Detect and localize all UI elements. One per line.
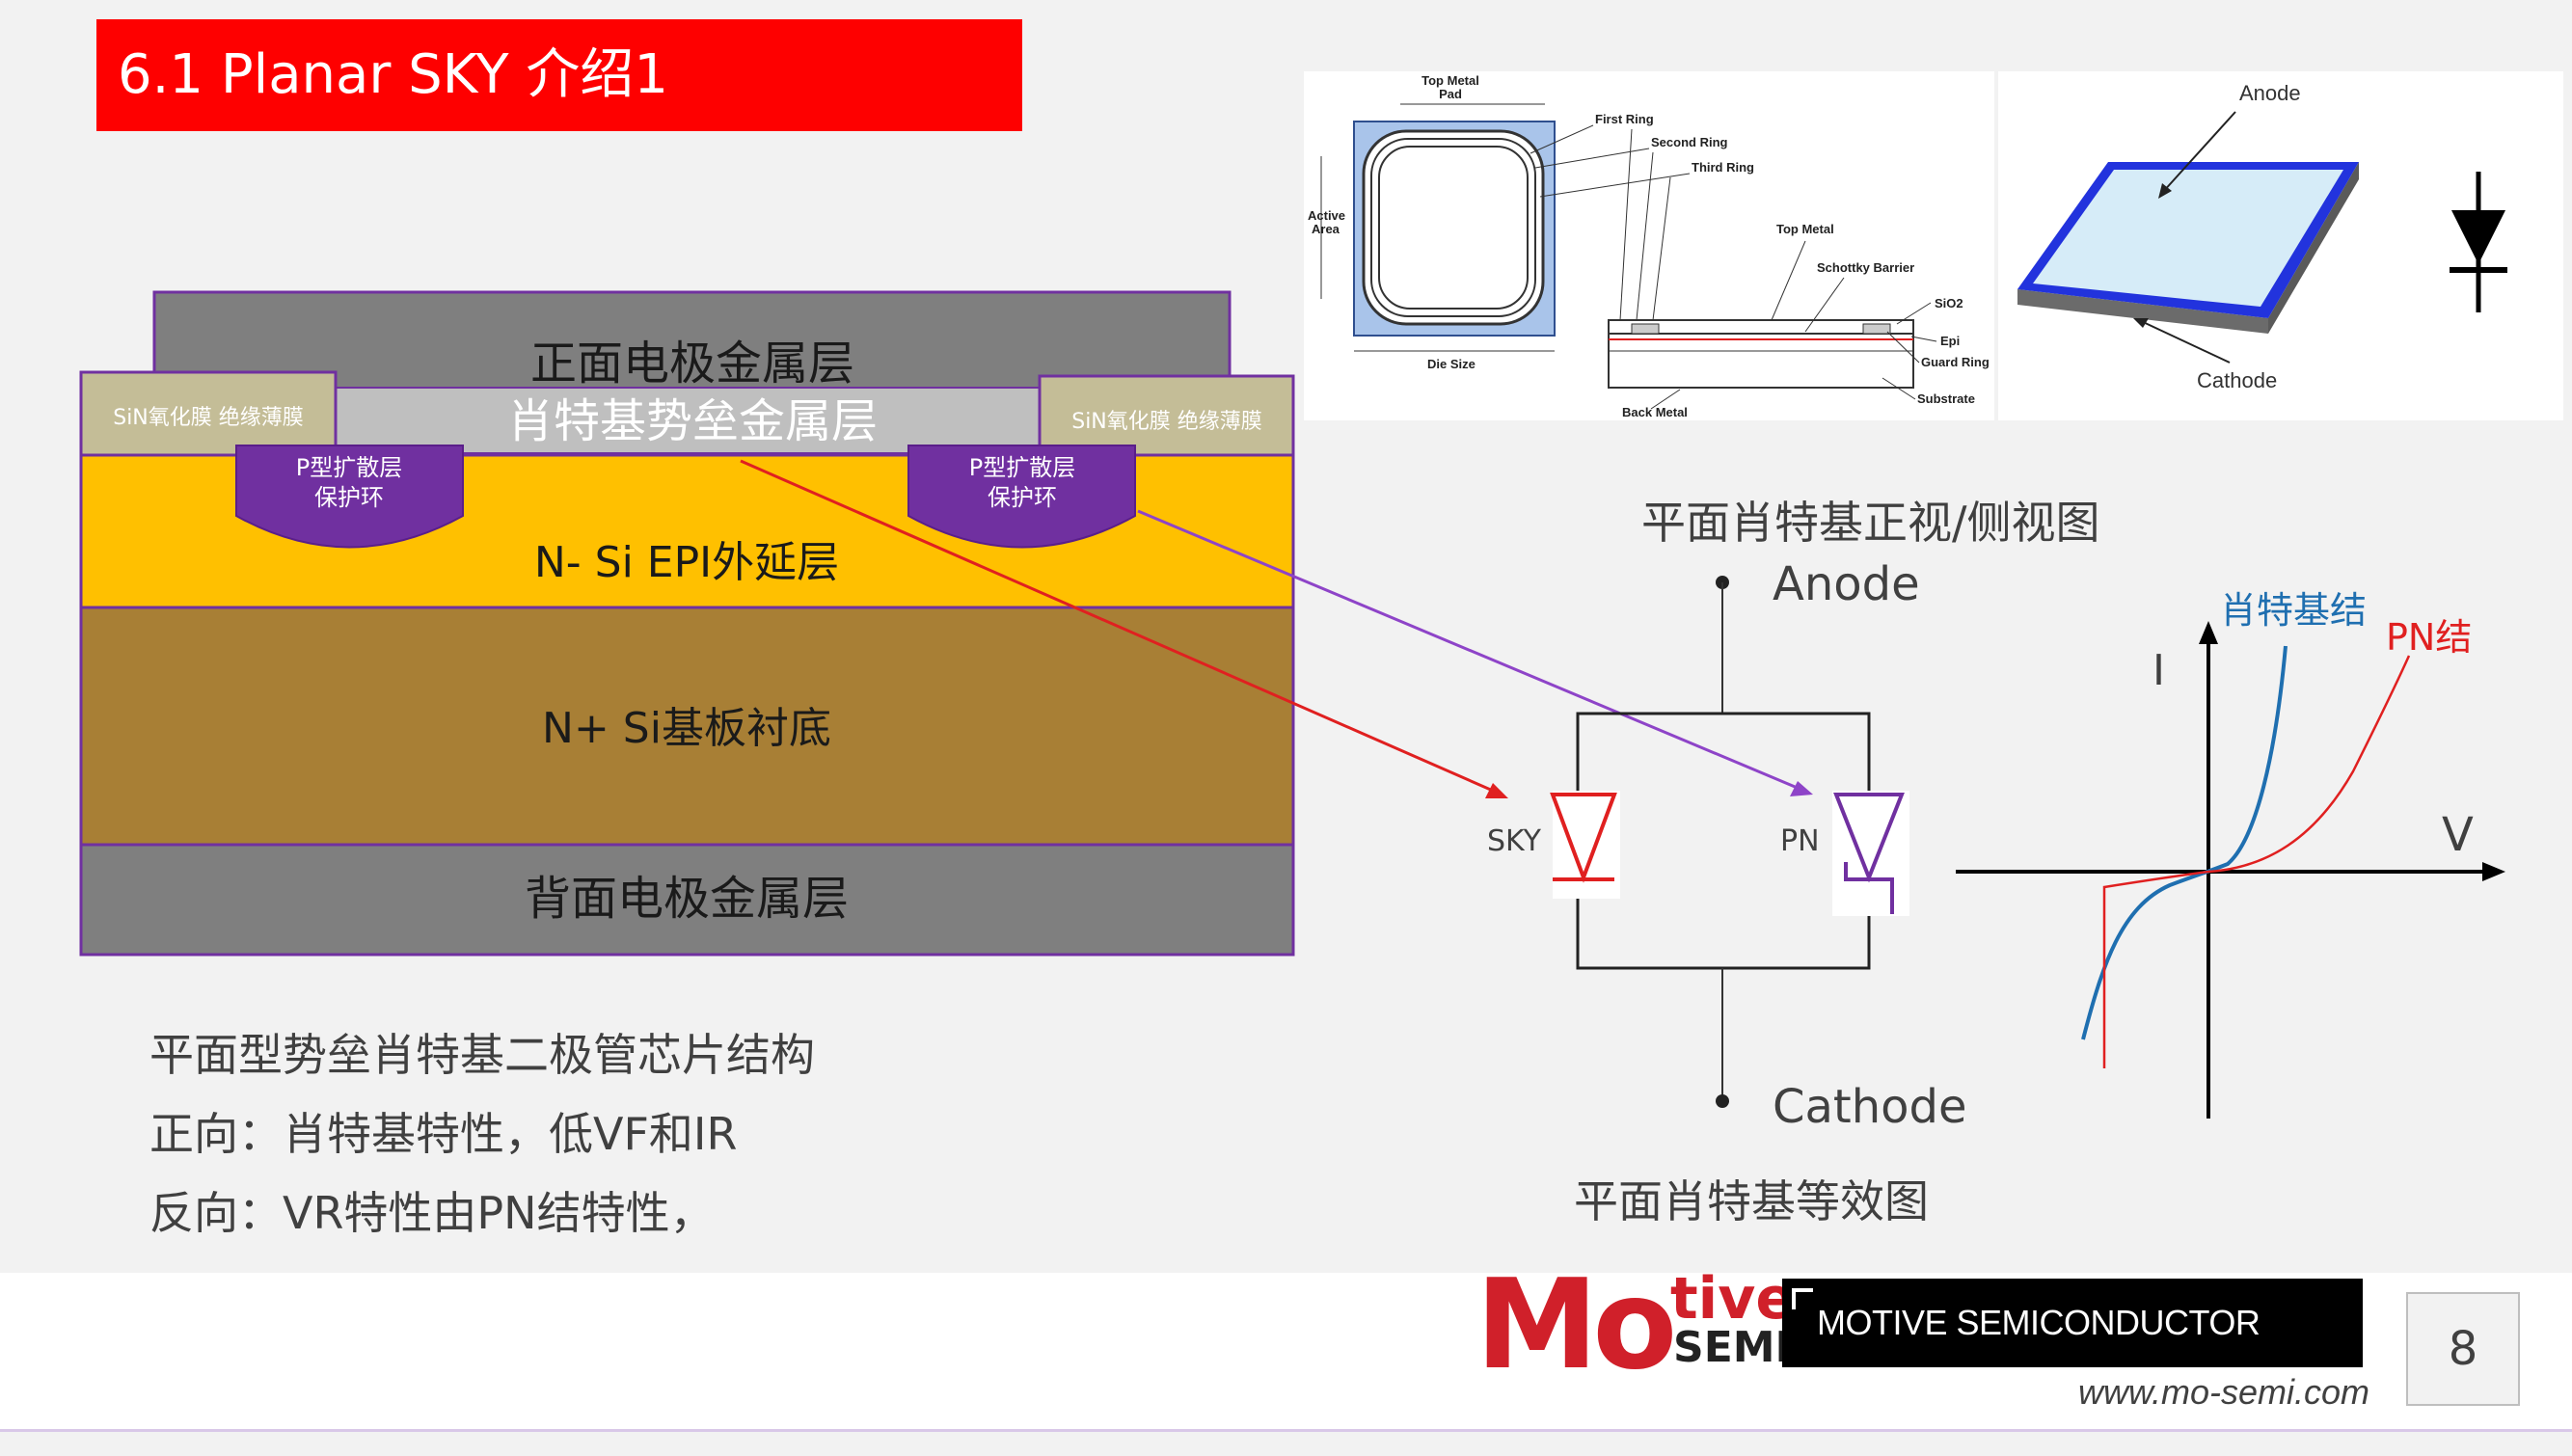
description-line-2: 正向：肖特基特性，低VF和IR <box>149 1108 738 1160</box>
view-caption: 平面肖特基正视/侧视图 <box>1641 497 2100 549</box>
back-metal-label: 背面电极金属层 <box>525 872 849 926</box>
schottky-curve <box>2081 645 2288 1040</box>
substrate-label-small: Substrate <box>1917 391 1975 406</box>
website-link[interactable]: www.mo-semi.com <box>2078 1372 2370 1412</box>
sin-right-label: SiN氧化膜 绝缘薄膜 <box>1071 410 1262 434</box>
top-metal-pad-label-1: Top Metal <box>1421 73 1479 88</box>
p-guard-ring-right <box>907 445 1136 549</box>
p-ring-right-label-1: P型扩散层 <box>969 454 1075 481</box>
circuit-cathode-label: Cathode <box>1773 1080 1967 1134</box>
schottky-metal-label: 肖特基势垒金属层 <box>507 394 878 448</box>
isometric-view-diagram: Anode Cathode <box>2017 81 2507 392</box>
pn-mapping-arrow <box>1137 509 1800 791</box>
company-logo-semi: SEMI <box>1673 1323 1791 1372</box>
sin-layer-left <box>79 370 338 459</box>
equivalent-circuit: Anode Cathode SKY PN <box>1487 557 1967 1134</box>
footer-divider <box>0 1429 2572 1432</box>
chip-cross-section: 正面电极金属层 肖特基势垒金属层 SiN氧化膜 绝缘薄膜 SiN氧化膜 绝缘薄膜… <box>79 290 1295 957</box>
corner-mark-icon <box>1792 1288 1813 1309</box>
description-line-1: 平面型势垒肖特基二极管芯片结构 <box>149 1029 815 1081</box>
substrate-layer <box>79 606 1295 847</box>
p-ring-left-label-1: P型扩散层 <box>296 454 402 481</box>
side-view-body <box>1608 319 1914 389</box>
page-number: 8 <box>2406 1292 2520 1406</box>
second-ring-label: Second Ring <box>1651 135 1728 149</box>
diode-symbol-icon <box>2450 172 2507 312</box>
circuit-loop <box>1576 712 1871 970</box>
circuit-anode-label: Anode <box>1773 557 1920 611</box>
description-line-3: 反向：VR特性由PN结特性， <box>149 1187 715 1239</box>
mapping-arrows <box>740 459 1813 798</box>
iso-cathode-label: Cathode <box>2197 368 2277 392</box>
pn-curve <box>2102 655 2411 1068</box>
substrate-label: N+ Si基板衬底 <box>542 704 831 753</box>
company-name: MOTIVE SEMICONDUCTOR CORP. <box>1782 1279 2363 1431</box>
p-ring-right-label-2: 保护环 <box>988 484 1057 511</box>
page-title: 6.1 Planar SKY 介绍1 <box>96 19 1022 131</box>
epi-label-small: Epi <box>1940 334 1960 348</box>
sio2-label: SiO2 <box>1935 296 1963 310</box>
pn-curve-label: PN结 <box>2386 616 2472 659</box>
schottky-mapping-arrow <box>740 459 1494 793</box>
active-area-label-1: Active <box>1308 208 1345 223</box>
p-guard-ring-left <box>235 445 464 549</box>
epi-label: N- Si EPI外延层 <box>534 538 839 587</box>
y-axis-label: I <box>2152 646 2165 695</box>
top-side-view-diagram: Top Metal Pad First Ring Second Ring Thi… <box>1308 73 1990 419</box>
sky-label: SKY <box>1487 824 1542 858</box>
first-ring-label: First Ring <box>1595 112 1654 126</box>
front-metal-label: 正面电极金属层 <box>530 337 854 391</box>
die-size-label: Die Size <box>1427 357 1476 371</box>
equivalent-caption: 平面肖特基等效图 <box>1574 1175 1929 1227</box>
iso-anode-label: Anode <box>2239 81 2301 105</box>
top-metal-label: Top Metal <box>1776 222 1834 236</box>
back-metal-layer <box>79 843 1295 957</box>
third-ring-label: Third Ring <box>1692 160 1754 175</box>
schottky-barrier-label: Schottky Barrier <box>1817 260 1914 275</box>
p-ring-left-label-2: 保护环 <box>314 484 384 511</box>
x-axis-label: V <box>2442 808 2474 862</box>
pn-label: PN <box>1780 824 1820 858</box>
sin-left-label: SiN氧化膜 绝缘薄膜 <box>113 406 304 430</box>
company-logo-mo: Mo <box>1476 1254 1677 1397</box>
schottky-diode-icon <box>1550 791 1620 899</box>
top-metal-pad-label-2: Pad <box>1439 87 1462 101</box>
guard-ring-label: Guard Ring <box>1921 355 1990 369</box>
active-area-label-2: Area <box>1312 222 1340 236</box>
schottky-curve-label: 肖特基结 <box>2220 589 2367 632</box>
company-logo-tive: tive <box>1670 1265 1796 1333</box>
iv-curve: I V 肖特基结 PN结 <box>1956 589 2505 1119</box>
back-metal-label-small: Back Metal <box>1622 405 1688 419</box>
pn-zener-diode-icon <box>1832 791 1909 916</box>
